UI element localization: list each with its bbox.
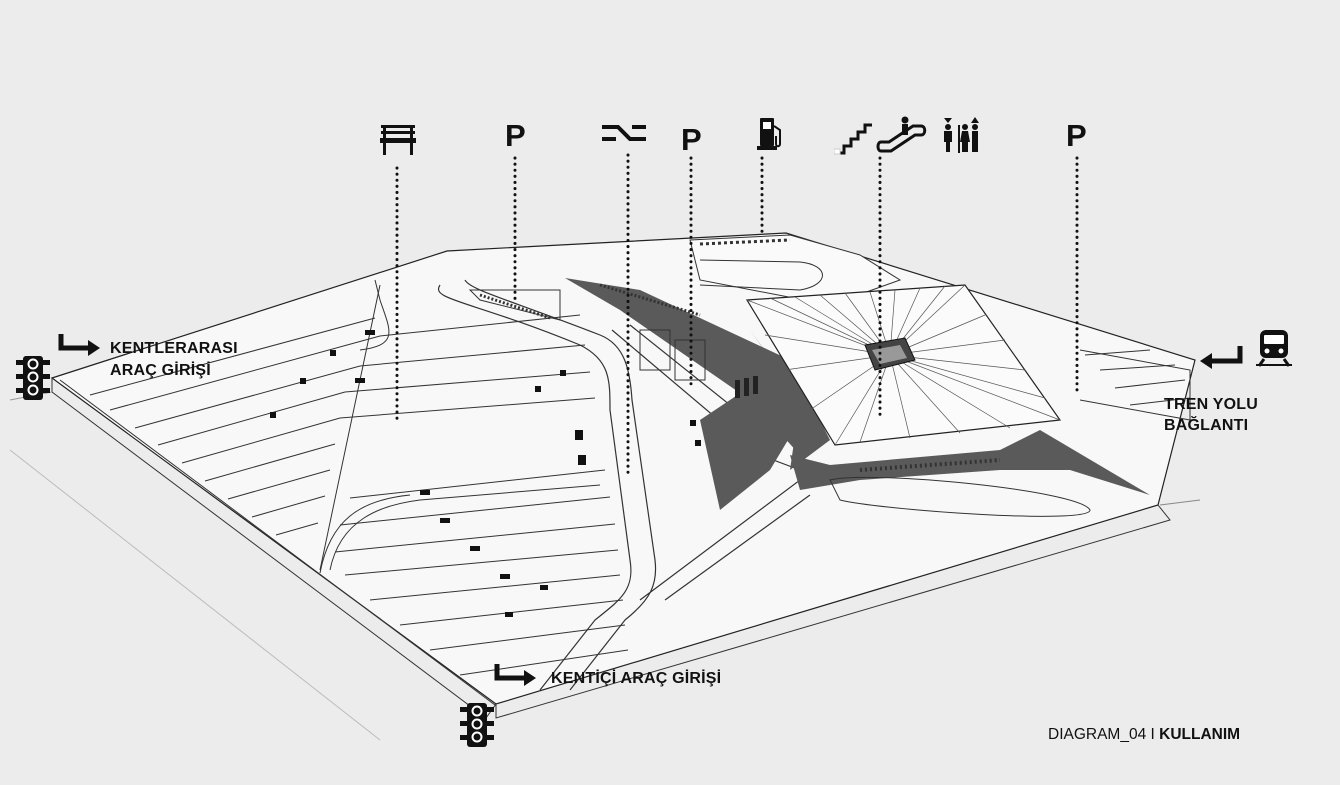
site-base [9,232,1201,741]
restroom-icon [944,117,979,153]
caption-prefix: DIAGRAM_04 [1048,726,1147,743]
leader-lines [395,153,1079,480]
bench-icon [380,125,416,155]
parking-markers [270,330,701,617]
local-entrance-label: KENTİÇİ ARAÇ GİRİŞİ [551,670,722,687]
escalator-icon [876,116,927,153]
traffic-light-icon [16,356,50,400]
turn-arrow-icon [58,334,100,356]
rail-connection-label-1: TREN YOLU [1164,396,1258,413]
return-arrow-icon [1200,346,1243,369]
parking-icon: P [505,118,526,153]
intercity-entrance-label-1: KENTLERARASI [110,340,238,357]
traffic-light-icon [460,703,494,747]
upper-parking [468,234,1191,517]
intercity-entrance-label-2: ARAÇ GİRİŞİ [110,362,211,379]
caption-separator: I [1146,726,1160,743]
parking-icon: P [1066,118,1087,153]
transfer-icon [602,125,646,141]
rail-connection-label-2: BAĞLANTI [1164,417,1249,434]
turn-arrow-icon [494,664,536,686]
parking-icon: P [681,122,702,157]
train-icon [1256,330,1292,367]
diagram-caption: DIAGRAM_04 I KULLANIM [1048,726,1240,744]
fuel-pump-icon [757,118,781,150]
bus-bays [735,376,758,398]
stairs-icon [834,123,872,155]
central-road [438,279,841,691]
terminal-roof [745,284,1062,446]
caption-title: KULLANIM [1159,726,1241,743]
